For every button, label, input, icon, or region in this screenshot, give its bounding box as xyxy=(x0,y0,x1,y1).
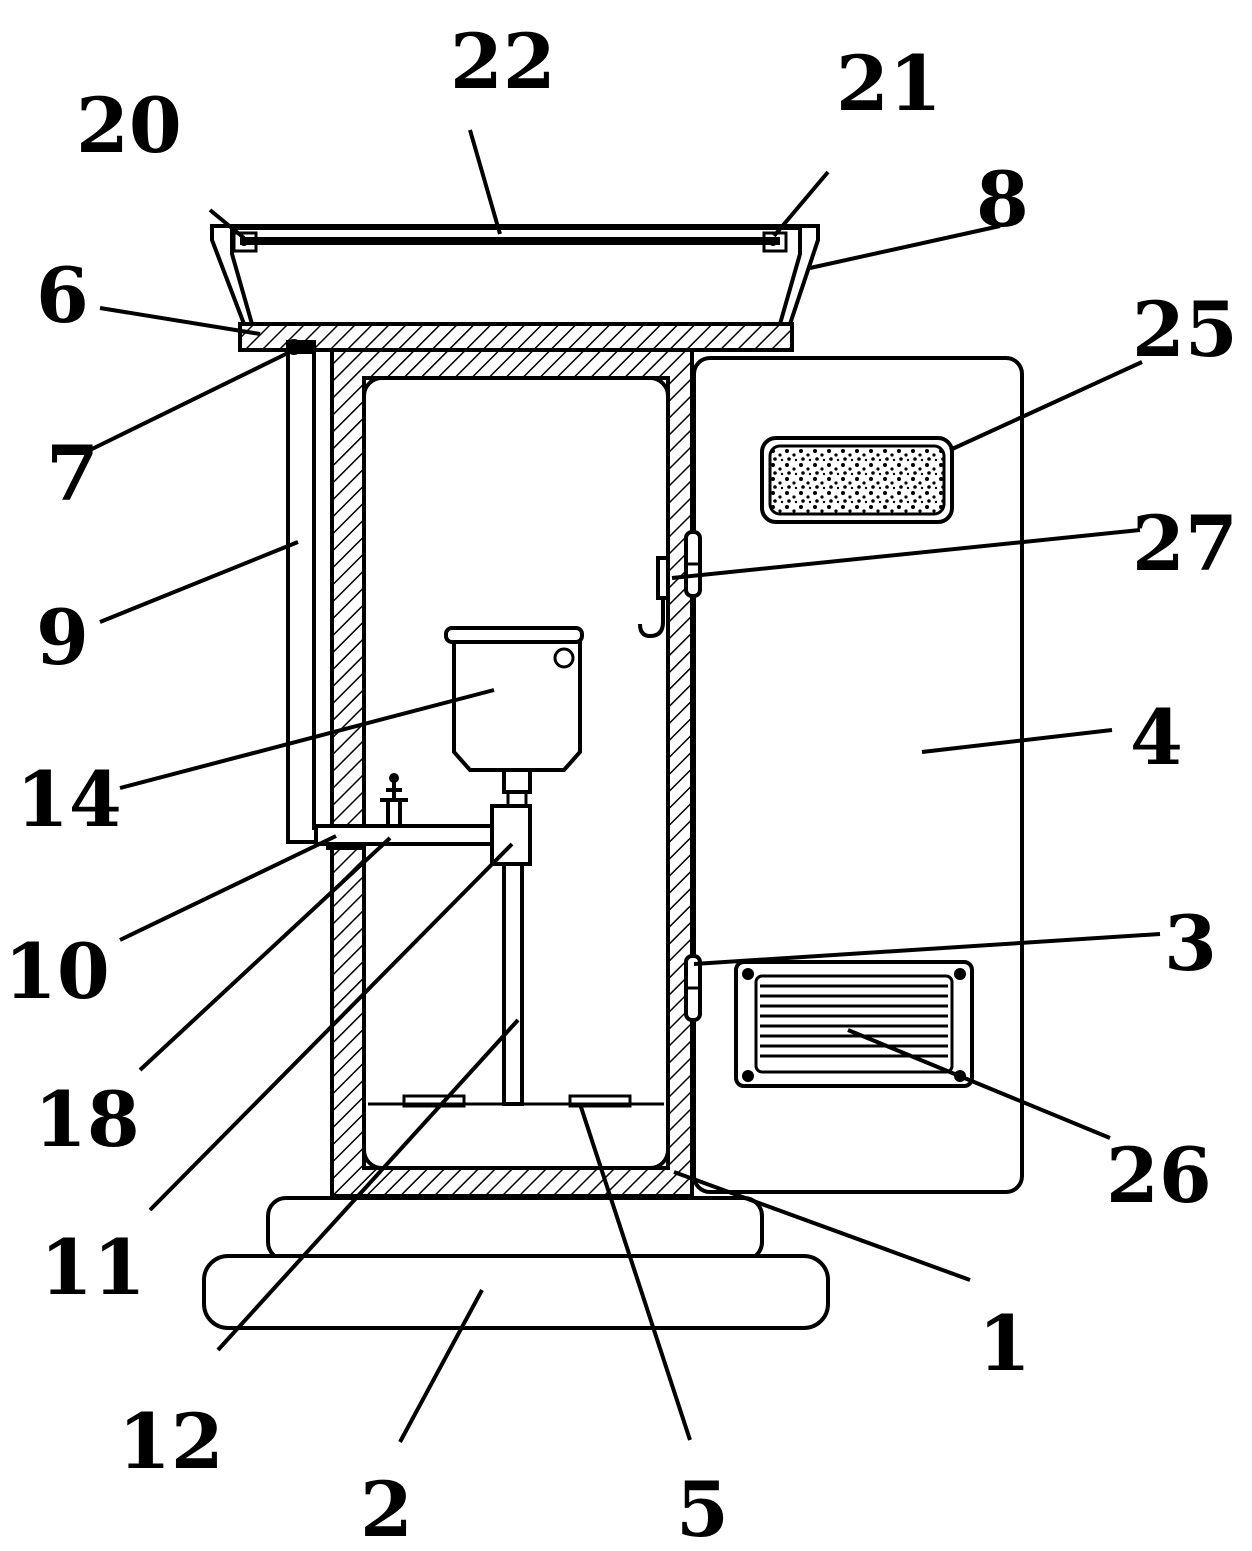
frosted-window xyxy=(760,436,954,524)
label-5: 5 xyxy=(676,1465,729,1551)
label-11: 11 xyxy=(40,1223,146,1312)
roof-plate xyxy=(238,322,794,352)
water-pipe xyxy=(314,773,494,850)
base xyxy=(202,1196,830,1330)
label-27: 27 xyxy=(1132,499,1238,588)
label-25: 25 xyxy=(1132,285,1238,374)
label-18: 18 xyxy=(34,1075,140,1164)
label-3: 3 xyxy=(1164,899,1217,988)
label-26: 26 xyxy=(1106,1131,1212,1220)
reference-labels: 22 20 21 8 6 25 7 27 9 4 14 3 10 18 26 1… xyxy=(4,17,1238,1551)
label-1: 1 xyxy=(978,1299,1031,1388)
label-14: 14 xyxy=(16,755,122,844)
label-9: 9 xyxy=(36,593,89,682)
downpipe xyxy=(286,340,332,844)
label-8: 8 xyxy=(976,155,1029,244)
label-10: 10 xyxy=(4,927,110,1016)
solar-panel xyxy=(232,231,788,253)
label-21: 21 xyxy=(836,39,942,128)
label-6: 6 xyxy=(36,251,89,340)
hinges xyxy=(684,530,702,1022)
tee-fitting xyxy=(490,792,532,1106)
label-2: 2 xyxy=(360,1465,413,1551)
water-tank xyxy=(444,626,584,794)
leader-lines xyxy=(89,129,1161,1443)
hook xyxy=(638,556,670,639)
label-20: 20 xyxy=(76,81,182,170)
label-22: 22 xyxy=(450,17,556,106)
label-12: 12 xyxy=(118,1397,224,1486)
label-7: 7 xyxy=(46,429,99,518)
label-4: 4 xyxy=(1130,693,1183,782)
